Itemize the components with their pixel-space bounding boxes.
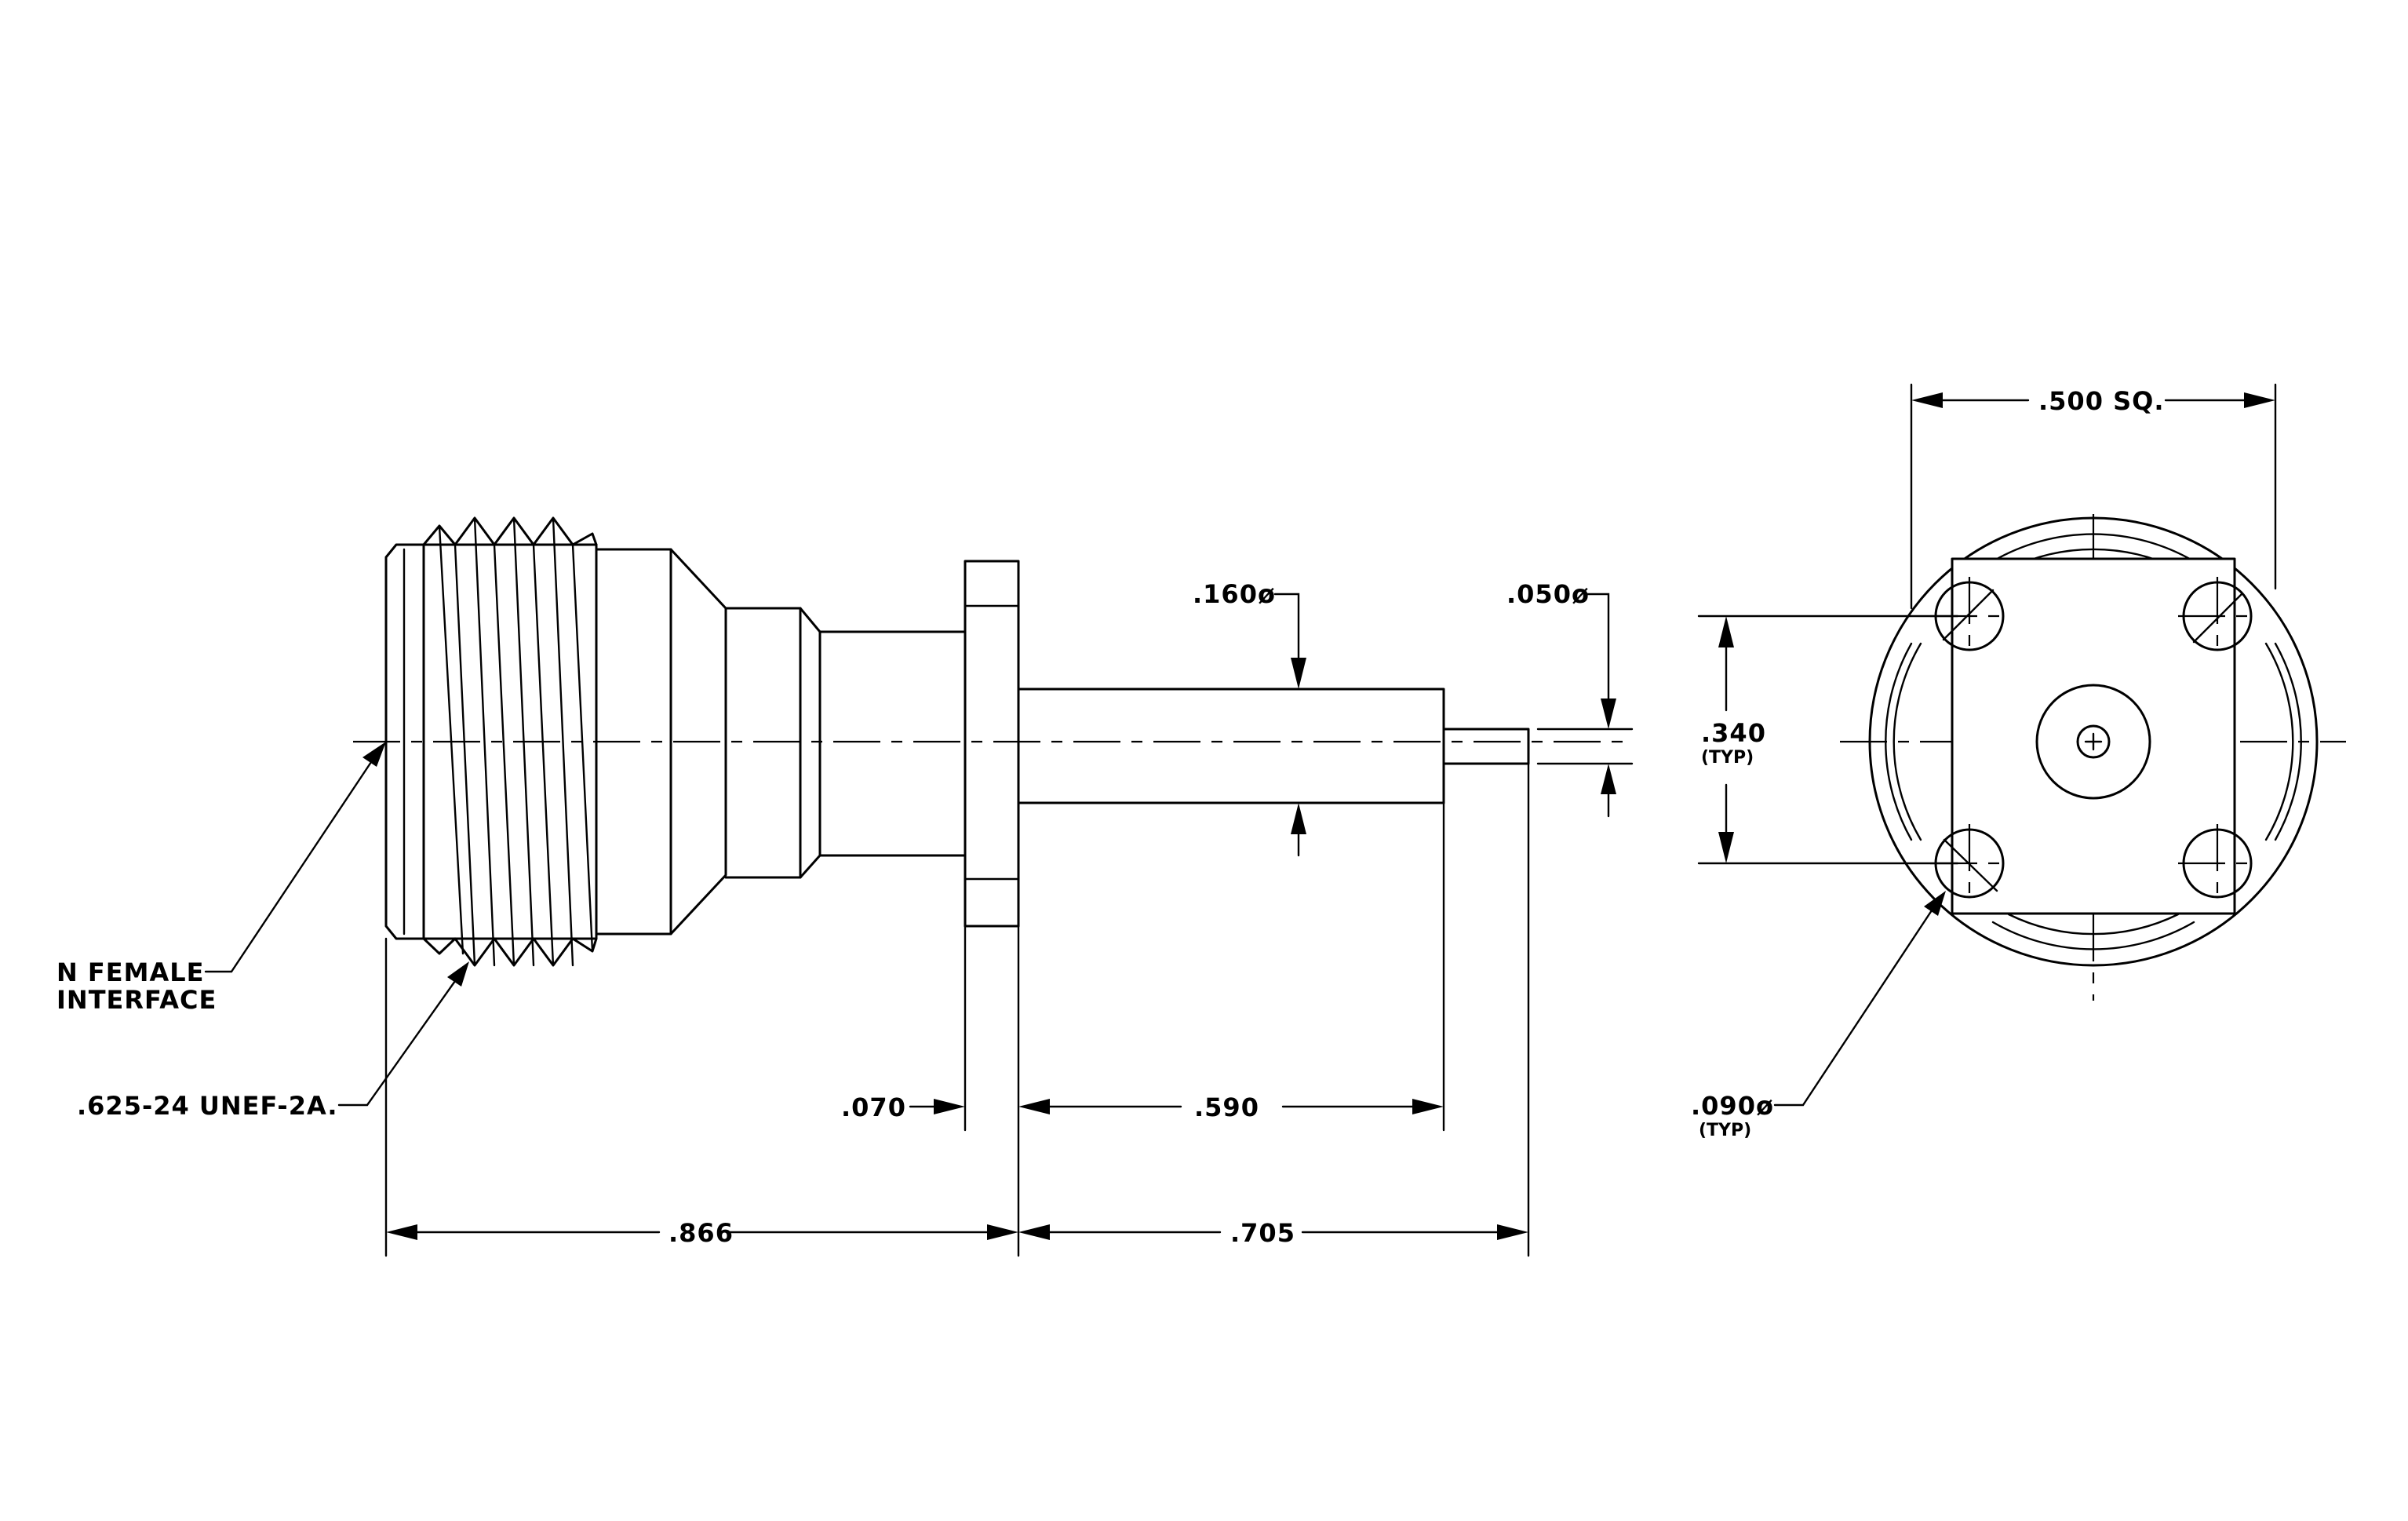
thread-helix-lines	[438, 516, 594, 967]
thread-callout: .625-24 UNEF-2A.	[77, 961, 469, 1121]
hole-label: .090ø	[1691, 1091, 1774, 1121]
dim-340-label: .340	[1701, 718, 1766, 748]
center-dielectric	[2035, 684, 2151, 800]
dim-500-sq: .500 SQ.	[1911, 386, 2275, 416]
dim-050-label: .050ø	[1506, 579, 1590, 609]
hole-callout: .090ø (TYP)	[1691, 891, 1946, 1140]
dim-340-typ: (TYP)	[1701, 748, 1754, 768]
mounting-hole-br	[2178, 824, 2257, 903]
interface-face	[384, 543, 425, 940]
inner-ring-bottom-2	[2007, 913, 2180, 936]
dim-340: .340 (TYP)	[1701, 616, 1766, 863]
dim-070: .070	[841, 1092, 965, 1122]
inner-ring-top	[1991, 533, 2195, 563]
dim-705-label: .705	[1230, 1218, 1295, 1248]
dim-160-label: .160ø	[1193, 579, 1276, 609]
dim-050: .050ø	[1506, 579, 1616, 818]
thread-crests-bottom	[422, 937, 598, 967]
end-view	[1697, 383, 2346, 1001]
dielectric	[1017, 688, 1445, 804]
mounting-hole-tr	[2178, 577, 2257, 655]
inner-ring-right-2	[2264, 642, 2294, 841]
dim-866-label: .866	[668, 1218, 734, 1248]
hole-typ: (TYP)	[1699, 1121, 1751, 1140]
dim-500-label: .500 SQ.	[2038, 386, 2165, 416]
center-pin	[2076, 724, 2111, 759]
contact-pin	[1442, 728, 1530, 765]
interface-callout: N FEMALE INTERFACE	[56, 742, 386, 1015]
side-view	[353, 516, 1634, 1257]
interface-label-line1: N FEMALE	[56, 957, 205, 987]
interface-label-line2: INTERFACE	[56, 985, 217, 1015]
dim-070-label: .070	[841, 1092, 906, 1122]
outer-circle	[1868, 516, 2319, 967]
dim-590-label: .590	[1194, 1092, 1259, 1122]
flange	[964, 560, 1020, 928]
body	[595, 548, 727, 936]
inner-ring-bottom	[1991, 921, 2195, 950]
thread-crests-top	[422, 516, 598, 546]
dim-866: .866	[386, 1218, 1018, 1248]
dim-590: .590	[1018, 1092, 1444, 1122]
thread-label: .625-24 UNEF-2A.	[77, 1091, 337, 1121]
inner-ring-left	[1885, 642, 1913, 841]
rear-body	[818, 630, 967, 857]
neck	[724, 607, 821, 879]
dim-705: .705	[1018, 1218, 1528, 1248]
inner-ring-right	[2274, 642, 2302, 841]
inner-ring-left-2	[1893, 642, 1922, 841]
dim-160: .160ø	[1193, 579, 1306, 857]
